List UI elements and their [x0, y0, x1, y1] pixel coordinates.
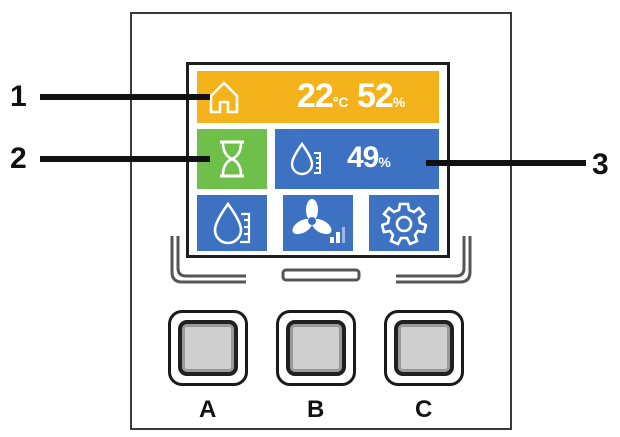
target-humidity-tile: 49%	[275, 129, 439, 189]
button-b[interactable]	[276, 310, 356, 386]
status-bar: 22°C 52%	[197, 71, 439, 123]
temperature-value: 22	[297, 77, 334, 115]
button-c[interactable]	[384, 310, 464, 386]
callout-2: 2	[10, 142, 27, 175]
fan-speed-tile	[283, 195, 353, 251]
target-humidity-value: 49	[347, 141, 379, 174]
callout-3: 3	[592, 148, 609, 181]
gear-icon	[381, 202, 427, 246]
button-c-label: C	[415, 396, 433, 423]
humidity-setting-tile	[197, 195, 267, 251]
button-a[interactable]	[168, 310, 248, 386]
water-drop-icon	[290, 141, 321, 176]
water-drop-level-icon	[213, 201, 251, 245]
callout-2-leader	[40, 156, 210, 162]
button-b-label: B	[307, 396, 325, 423]
display-screen: 22°C 52% 49%	[186, 62, 450, 258]
callout-1-leader	[40, 94, 210, 100]
room-humidity-unit: %	[392, 94, 406, 110]
fan-speed-icon	[292, 199, 345, 243]
settings-tile	[369, 195, 439, 251]
target-humidity-unit: %	[378, 154, 391, 170]
hourglass-icon	[220, 140, 244, 178]
home-icon	[209, 81, 239, 114]
target-humidity-reading: 49%	[347, 141, 391, 175]
callout-3-leader	[426, 160, 586, 166]
bezel-left	[176, 236, 246, 278]
bezel-right	[396, 236, 466, 278]
room-humidity-value: 52	[357, 77, 394, 115]
temperature-unit: °C	[332, 94, 349, 110]
callout-1: 1	[10, 80, 27, 113]
bezel-middle	[281, 268, 361, 282]
button-a-label: A	[199, 396, 217, 423]
room-reading: 22°C 52%	[297, 77, 405, 116]
